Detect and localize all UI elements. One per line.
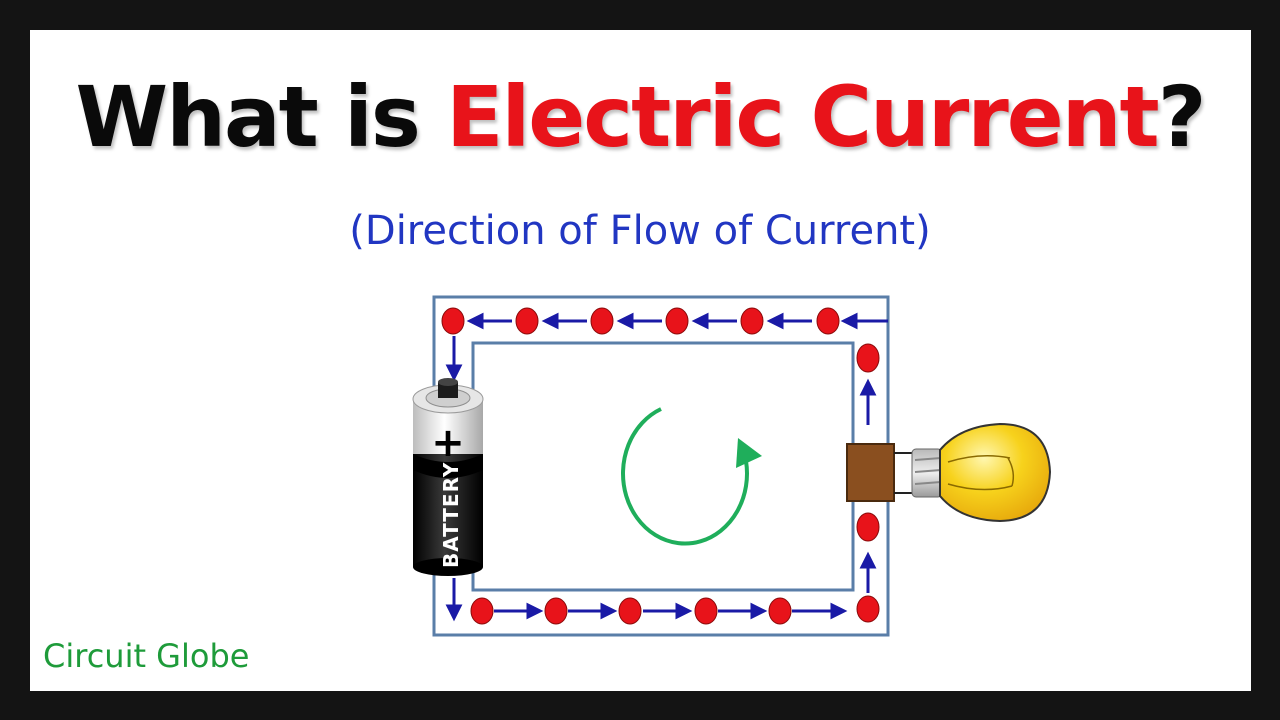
wire-loop <box>432 295 890 637</box>
arrow-right <box>792 602 848 620</box>
bottom-electrons <box>470 595 880 625</box>
battery-plus-sign: + <box>431 420 465 466</box>
right-current-arrows <box>859 378 877 593</box>
arrow-left <box>840 312 888 330</box>
arrow-left <box>541 312 587 330</box>
battery-label: BATTERY <box>439 462 463 568</box>
electron <box>618 597 642 625</box>
light-bulb-icon <box>846 422 1052 523</box>
electron <box>665 307 689 335</box>
electron <box>470 597 494 625</box>
thumbnail-card <box>30 30 1251 691</box>
electron <box>515 307 539 335</box>
arrow-up <box>859 551 877 593</box>
electron <box>740 307 764 335</box>
right-electrons <box>856 343 880 542</box>
title-highlight: Electric Current <box>446 68 1160 166</box>
title-suffix: ? <box>1157 68 1207 166</box>
arrow-up <box>859 378 877 425</box>
electron <box>856 343 880 373</box>
arrow-left <box>616 312 662 330</box>
top-current-arrows <box>466 312 888 330</box>
subtitle: (Direction of Flow of Current) <box>349 208 931 254</box>
electron <box>694 597 718 625</box>
title-prefix: What is <box>75 68 447 166</box>
arrow-right <box>494 602 544 620</box>
electron <box>544 597 568 625</box>
arrow-right <box>718 602 768 620</box>
electron <box>441 307 465 335</box>
page-title: What is Electric Current? <box>0 62 1280 172</box>
arrow-down <box>445 578 463 622</box>
electron <box>768 597 792 625</box>
clockwise-rotation-icon <box>621 407 762 546</box>
brand-label: Circuit Globe <box>43 637 250 675</box>
top-electrons <box>441 307 840 335</box>
arrow-right <box>643 602 693 620</box>
bottom-current-arrows <box>494 602 848 620</box>
arrow-left <box>691 312 737 330</box>
arrow-down <box>445 336 463 382</box>
electron <box>590 307 614 335</box>
electron <box>856 595 880 623</box>
battery-icon: + BATTERY <box>412 378 484 576</box>
arrow-right <box>568 602 618 620</box>
arrow-left <box>766 312 812 330</box>
electron <box>856 512 880 542</box>
arrow-left <box>466 312 512 330</box>
electron <box>816 307 840 335</box>
left-current-arrows <box>445 336 463 622</box>
